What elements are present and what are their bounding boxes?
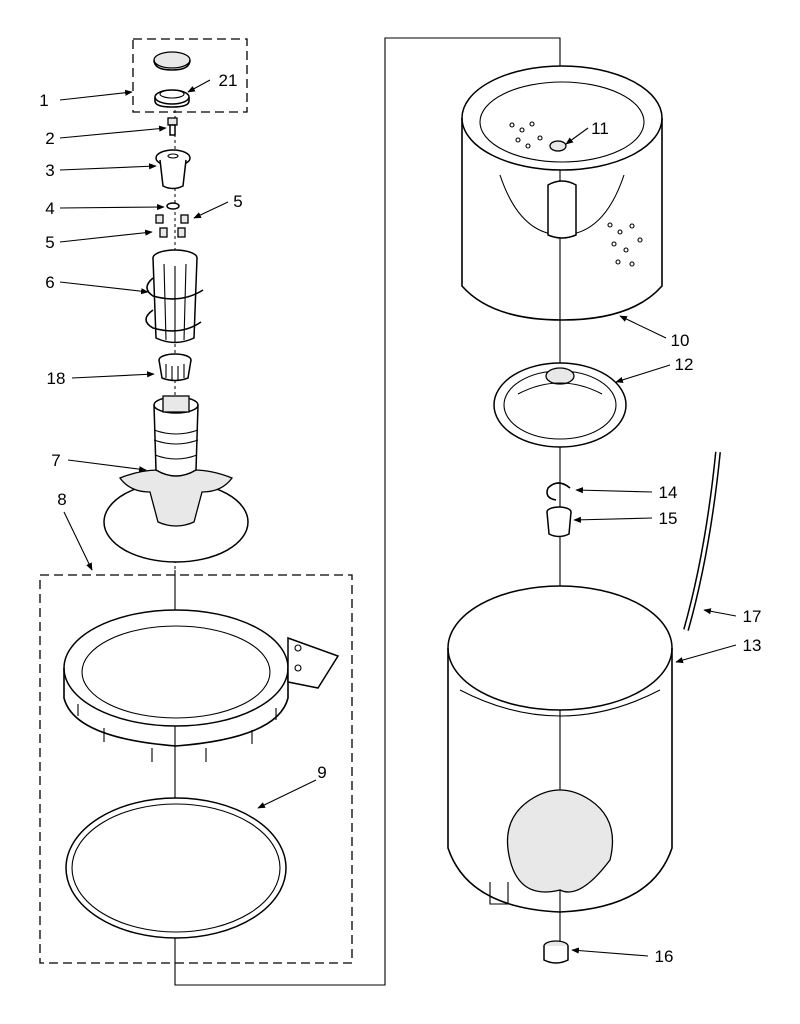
part-5-dog-left[interactable] bbox=[155, 214, 168, 238]
part-21-seal-ring[interactable] bbox=[154, 89, 190, 108]
part-8-9-kit-box bbox=[39, 574, 353, 964]
basket-perforations bbox=[509, 121, 643, 267]
callout-8: 8 bbox=[57, 490, 66, 509]
part-15-spanner-nut[interactable] bbox=[546, 506, 572, 538]
callout-18: 18 bbox=[47, 369, 66, 388]
part-1-cap[interactable] bbox=[153, 51, 191, 71]
part-4-washer[interactable] bbox=[166, 202, 180, 210]
callout-4: 4 bbox=[45, 199, 54, 218]
callout-11: 11 bbox=[591, 119, 609, 138]
part-3-cam[interactable] bbox=[155, 149, 191, 190]
part-2-screw[interactable] bbox=[167, 117, 178, 136]
callout-9: 9 bbox=[317, 763, 326, 782]
callout-3: 3 bbox=[45, 161, 54, 180]
part-8-tub-ring[interactable] bbox=[63, 609, 340, 762]
part-5-dog-right[interactable] bbox=[177, 214, 189, 238]
leader-lines bbox=[59, 79, 737, 957]
callout-14: 14 bbox=[659, 483, 678, 502]
callout-10: 10 bbox=[671, 331, 690, 350]
part-13-outer-tub[interactable] bbox=[447, 585, 673, 913]
callout-2: 2 bbox=[45, 129, 54, 148]
callout-12: 12 bbox=[675, 355, 694, 374]
callout-5-right: 5 bbox=[233, 192, 242, 211]
callout-labels: 1 2 3 4 5 5 6 7 8 9 10 11 12 13 14 15 16… bbox=[39, 71, 761, 966]
callout-17: 17 bbox=[743, 607, 762, 626]
callout-5-left: 5 bbox=[45, 233, 54, 252]
callout-13: 13 bbox=[743, 636, 762, 655]
part-1-kit-box bbox=[132, 38, 248, 113]
callout-7: 7 bbox=[51, 451, 60, 470]
part-11-nut[interactable] bbox=[549, 140, 567, 152]
part-6-auger[interactable] bbox=[145, 249, 204, 344]
callout-21: 21 bbox=[219, 71, 238, 90]
part-17-hose[interactable] bbox=[683, 451, 721, 631]
part-10-wash-basket[interactable] bbox=[461, 65, 663, 321]
part-9-seal[interactable] bbox=[65, 797, 287, 939]
callout-16: 16 bbox=[655, 947, 674, 966]
part-12-hub[interactable] bbox=[493, 362, 627, 448]
part-7-agitator-base[interactable] bbox=[103, 395, 249, 563]
callout-6: 6 bbox=[45, 273, 54, 292]
callout-1: 1 bbox=[39, 91, 48, 110]
part-14-clip[interactable] bbox=[546, 482, 571, 501]
part-18-adapter[interactable] bbox=[158, 353, 192, 382]
callout-15: 15 bbox=[659, 509, 678, 528]
part-16-bearing[interactable] bbox=[543, 940, 569, 964]
